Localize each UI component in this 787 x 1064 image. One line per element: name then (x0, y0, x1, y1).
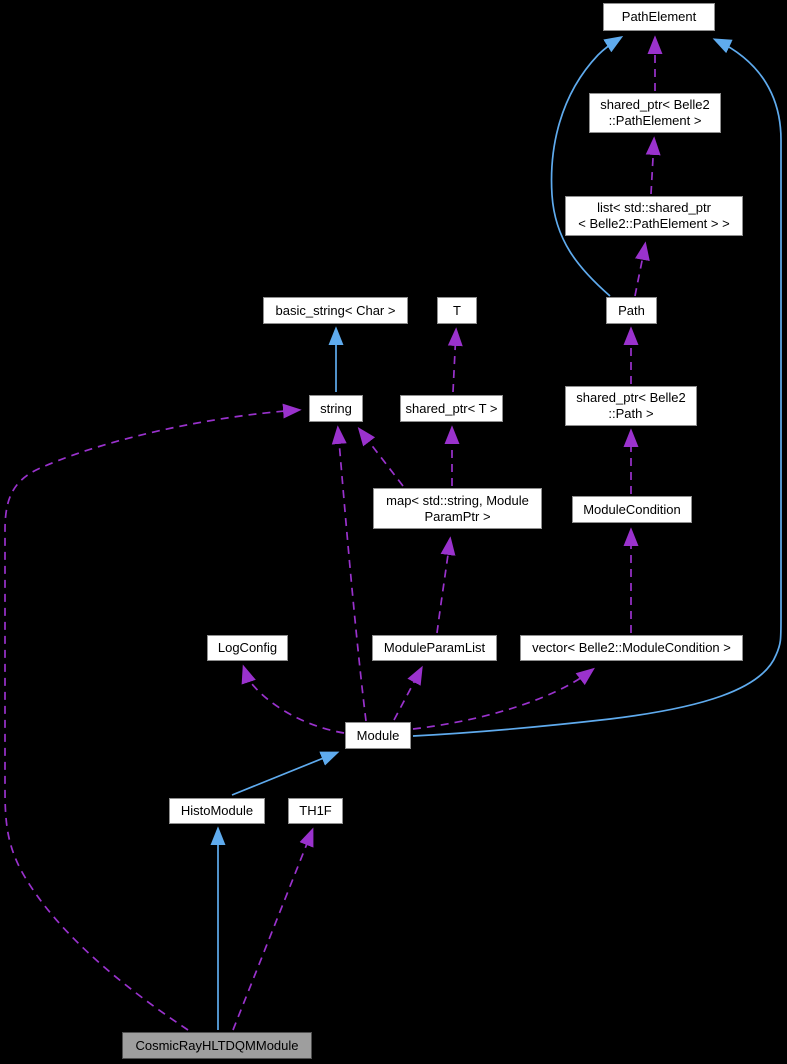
node-string[interactable]: string (309, 395, 363, 422)
node-modulecondition[interactable]: ModuleCondition (572, 496, 692, 523)
edge-path-uses-list (634, 241, 650, 297)
node-module[interactable]: Module (345, 722, 411, 749)
edge-moduleparamlist-uses-map (436, 536, 456, 634)
node-shared-ptr-t[interactable]: shared_ptr< T > (400, 395, 503, 422)
edge-path-inherits-pathelement (550, 36, 624, 297)
node-path[interactable]: Path (606, 297, 657, 324)
edge-list-uses-sharedptr-pathelement (645, 136, 661, 195)
node-histomodule[interactable]: HistoModule (169, 798, 265, 824)
edge-module-uses-string (331, 425, 367, 722)
edge-module-uses-moduleparamlist (393, 665, 423, 721)
node-t[interactable]: T (437, 297, 477, 324)
edge-map-uses-string (357, 427, 404, 487)
node-pathelement[interactable]: PathElement (603, 3, 715, 31)
node-map-moduleparamptr[interactable]: map< std::string, Module ParamPtr > (373, 488, 542, 529)
node-vector-modulecondition[interactable]: vector< Belle2::ModuleCondition > (520, 635, 743, 661)
node-shared-ptr-path[interactable]: shared_ptr< Belle2 ::Path > (565, 386, 697, 426)
edge-sharedptr-t-uses-t (447, 327, 463, 393)
node-cosmicrayhltdqmmodule[interactable]: CosmicRayHLTDQMModule (122, 1032, 312, 1059)
node-moduleparamlist[interactable]: ModuleParamList (372, 635, 497, 661)
node-logconfig[interactable]: LogConfig (207, 635, 288, 661)
edge-histomodule-inherits-module (231, 751, 340, 796)
edge-cosmicray-uses-th1f (232, 827, 314, 1031)
node-basic-string[interactable]: basic_string< Char > (263, 297, 408, 324)
node-th1f[interactable]: TH1F (288, 798, 343, 824)
edge-cosmicray-uses-string (4, 403, 302, 1031)
node-shared-ptr-pathelement[interactable]: shared_ptr< Belle2 ::PathElement > (589, 93, 721, 133)
edge-module-uses-vector (412, 667, 595, 730)
edge-module-uses-logconfig (241, 664, 345, 734)
edge-module-inherits-pathelement (412, 38, 782, 737)
node-list-shared-ptr[interactable]: list< std::shared_ptr < Belle2::PathElem… (565, 196, 743, 236)
